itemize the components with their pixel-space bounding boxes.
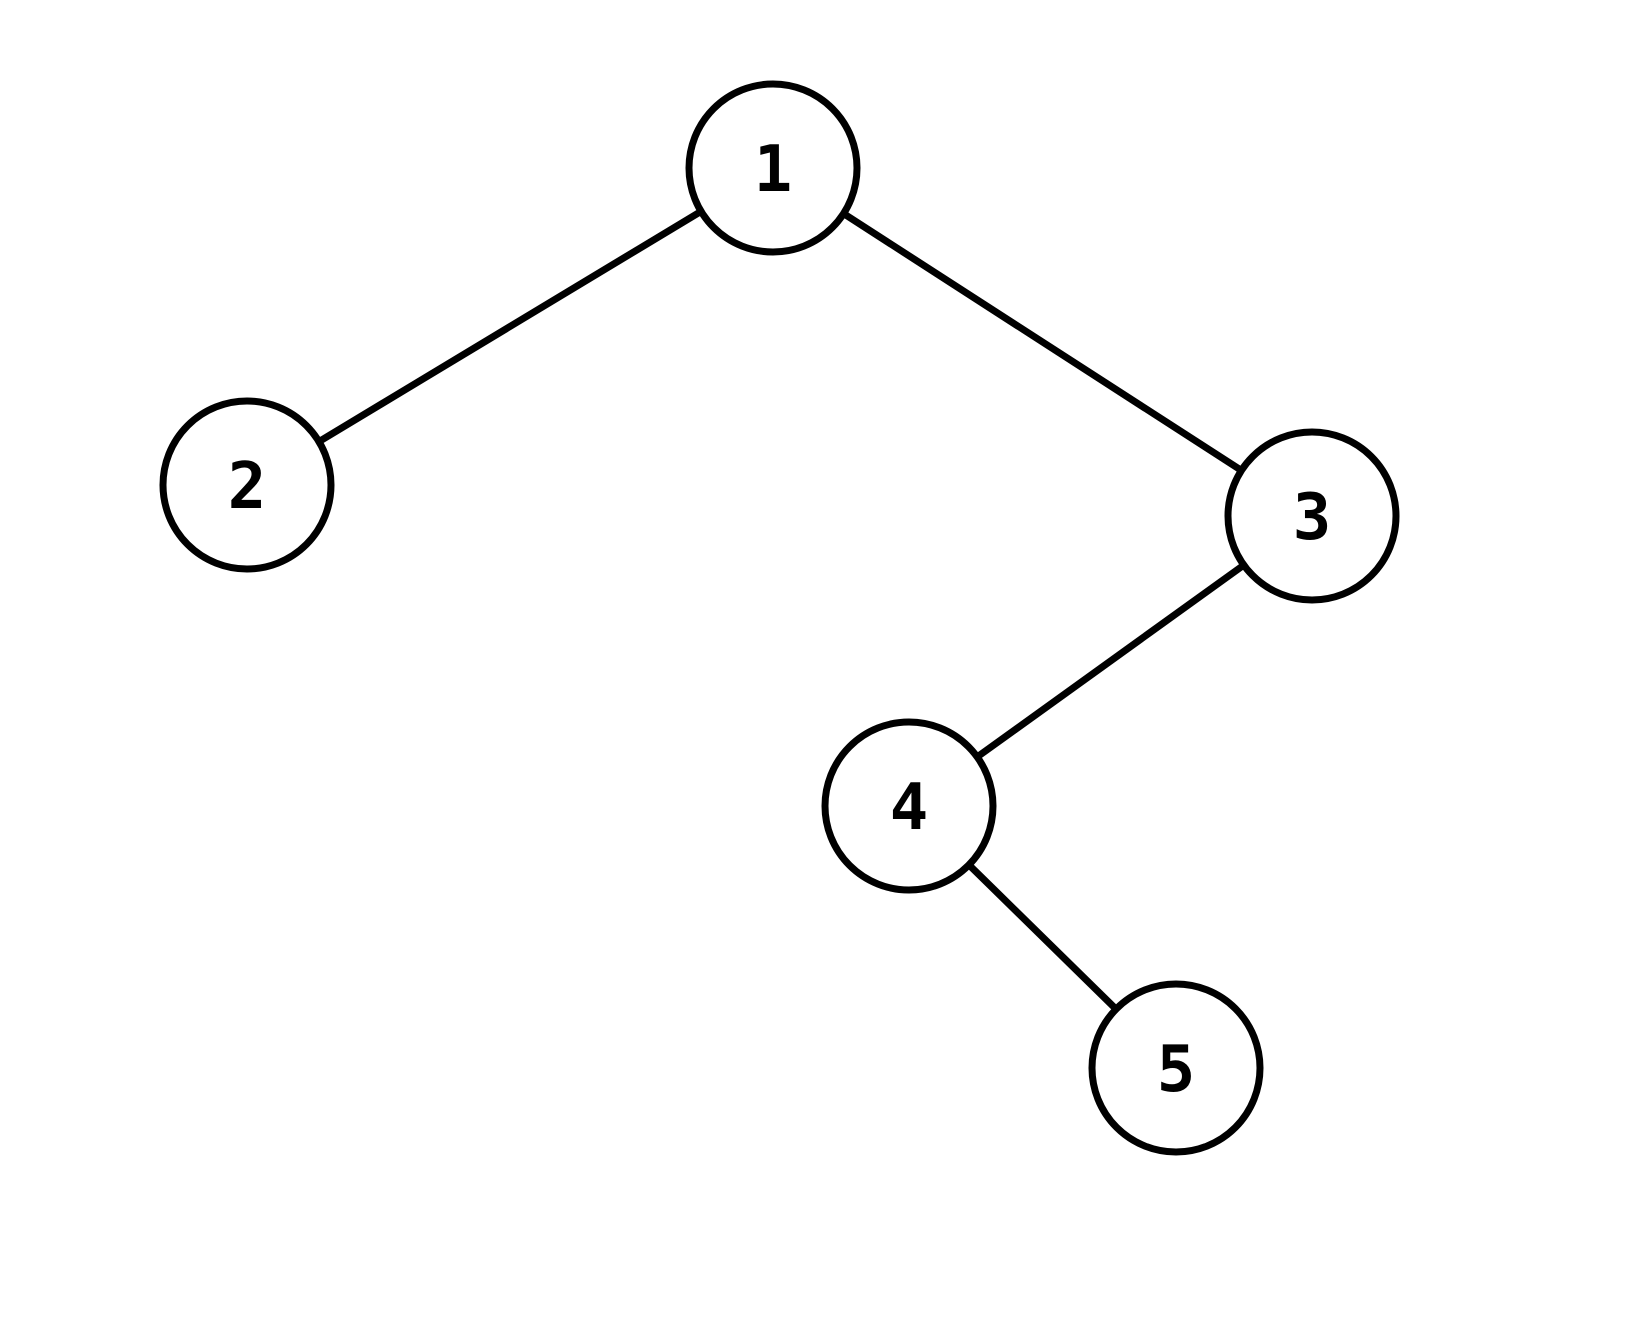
tree-node-3: 3 <box>1224 428 1400 604</box>
edge-layer <box>317 208 1246 1012</box>
tree-node-4: 4 <box>821 718 997 894</box>
node-circle-2 <box>159 397 335 573</box>
node-label-3: 3 <box>1293 481 1332 555</box>
edge-1-3 <box>841 210 1244 474</box>
tree-node-2: 2 <box>159 397 335 573</box>
edge-4-5 <box>966 862 1119 1012</box>
node-label-5: 5 <box>1157 1033 1196 1107</box>
node-circle-4 <box>821 718 997 894</box>
edge-3-4 <box>975 562 1246 760</box>
node-label-2: 2 <box>228 450 267 524</box>
node-label-4: 4 <box>890 771 929 845</box>
node-label-1: 1 <box>754 133 793 207</box>
node-circle-5 <box>1088 980 1264 1156</box>
tree-node-5: 5 <box>1088 980 1264 1156</box>
tree-node-1: 1 <box>685 80 861 256</box>
edge-1-2 <box>317 208 703 445</box>
node-layer: 1 2 3 4 5 <box>159 80 1400 1156</box>
node-circle-3 <box>1224 428 1400 604</box>
node-circle-1 <box>685 80 861 256</box>
